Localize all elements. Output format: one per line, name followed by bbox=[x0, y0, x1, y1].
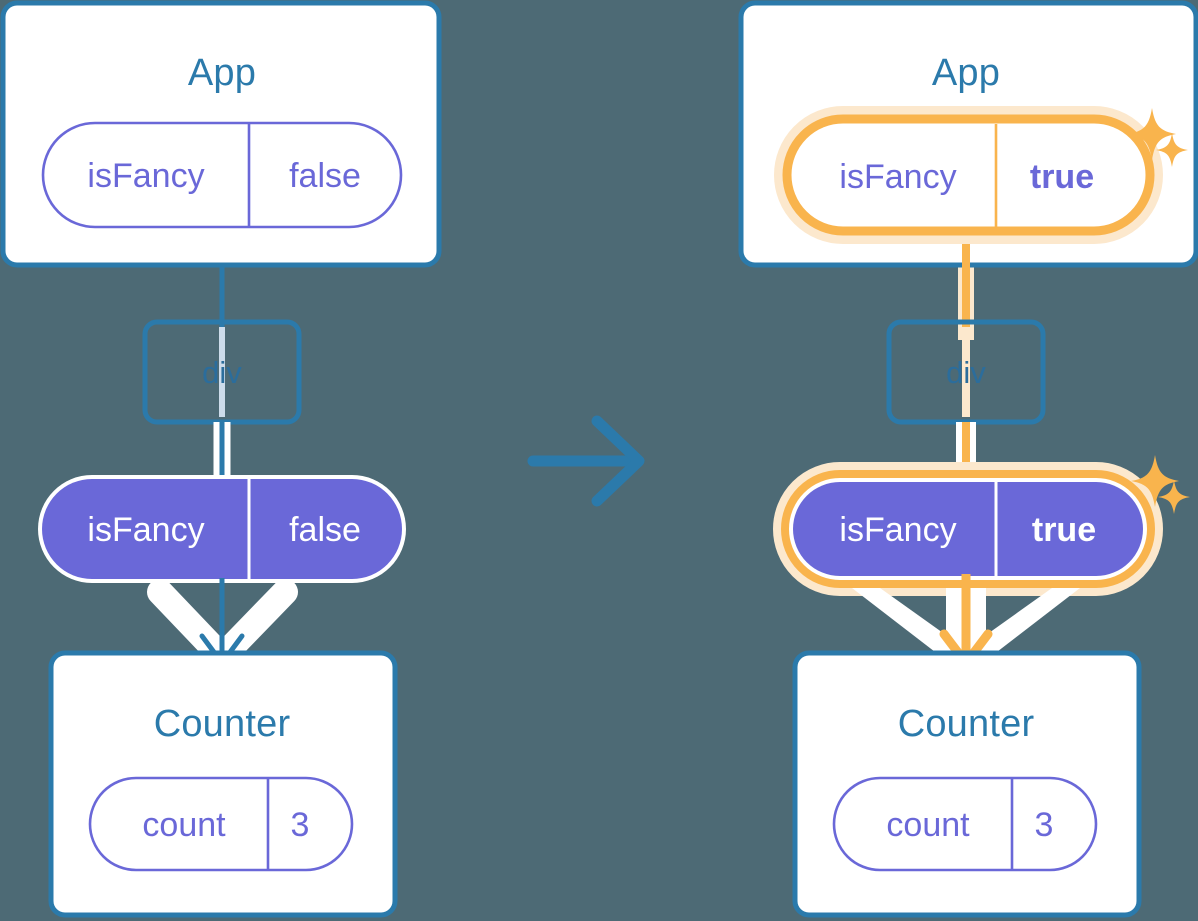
counter-state-pill-after bbox=[832, 776, 1098, 872]
app-state-pill-before bbox=[41, 121, 403, 229]
sparkle-small-icon-2 bbox=[1158, 480, 1190, 514]
sparkle-large-icon-2 bbox=[1131, 455, 1179, 507]
sparkle-large-icon bbox=[1128, 108, 1176, 160]
panel-after bbox=[738, 0, 1198, 918]
sparkle-small-icon bbox=[1156, 133, 1188, 167]
panel-before bbox=[0, 0, 442, 918]
app-state-pill-glow-after bbox=[774, 106, 1163, 244]
prop-pill-after bbox=[793, 482, 1143, 576]
transition-arrow-icon bbox=[527, 415, 645, 507]
prop-pill-before bbox=[42, 479, 402, 579]
counter-state-pill-before bbox=[88, 776, 354, 872]
app-state-pill-ring-after bbox=[782, 114, 1155, 236]
